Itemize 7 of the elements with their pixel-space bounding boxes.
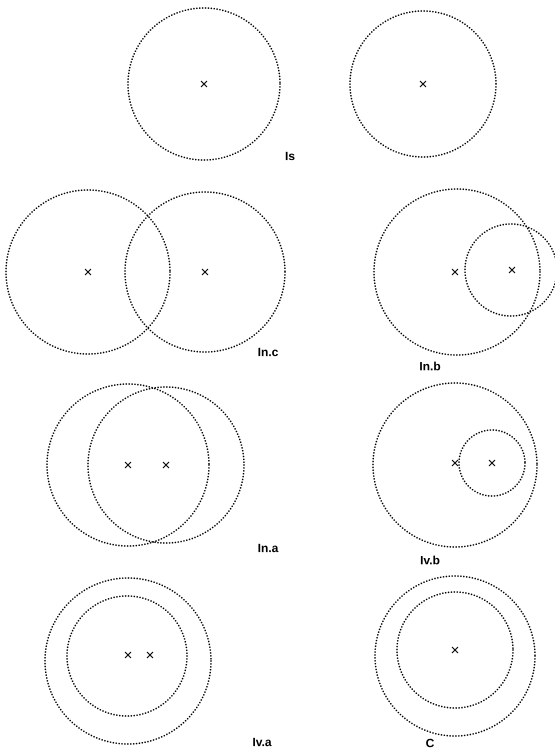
panel-label: In.a	[258, 544, 278, 552]
panel-label: In.c	[258, 348, 278, 356]
panel-label: C	[426, 738, 434, 748]
panel-label: Is	[286, 152, 295, 160]
panel-label: Iv.a	[253, 738, 272, 746]
panel-label: In.b	[420, 362, 440, 370]
panel-label: Iv.b	[420, 556, 440, 564]
